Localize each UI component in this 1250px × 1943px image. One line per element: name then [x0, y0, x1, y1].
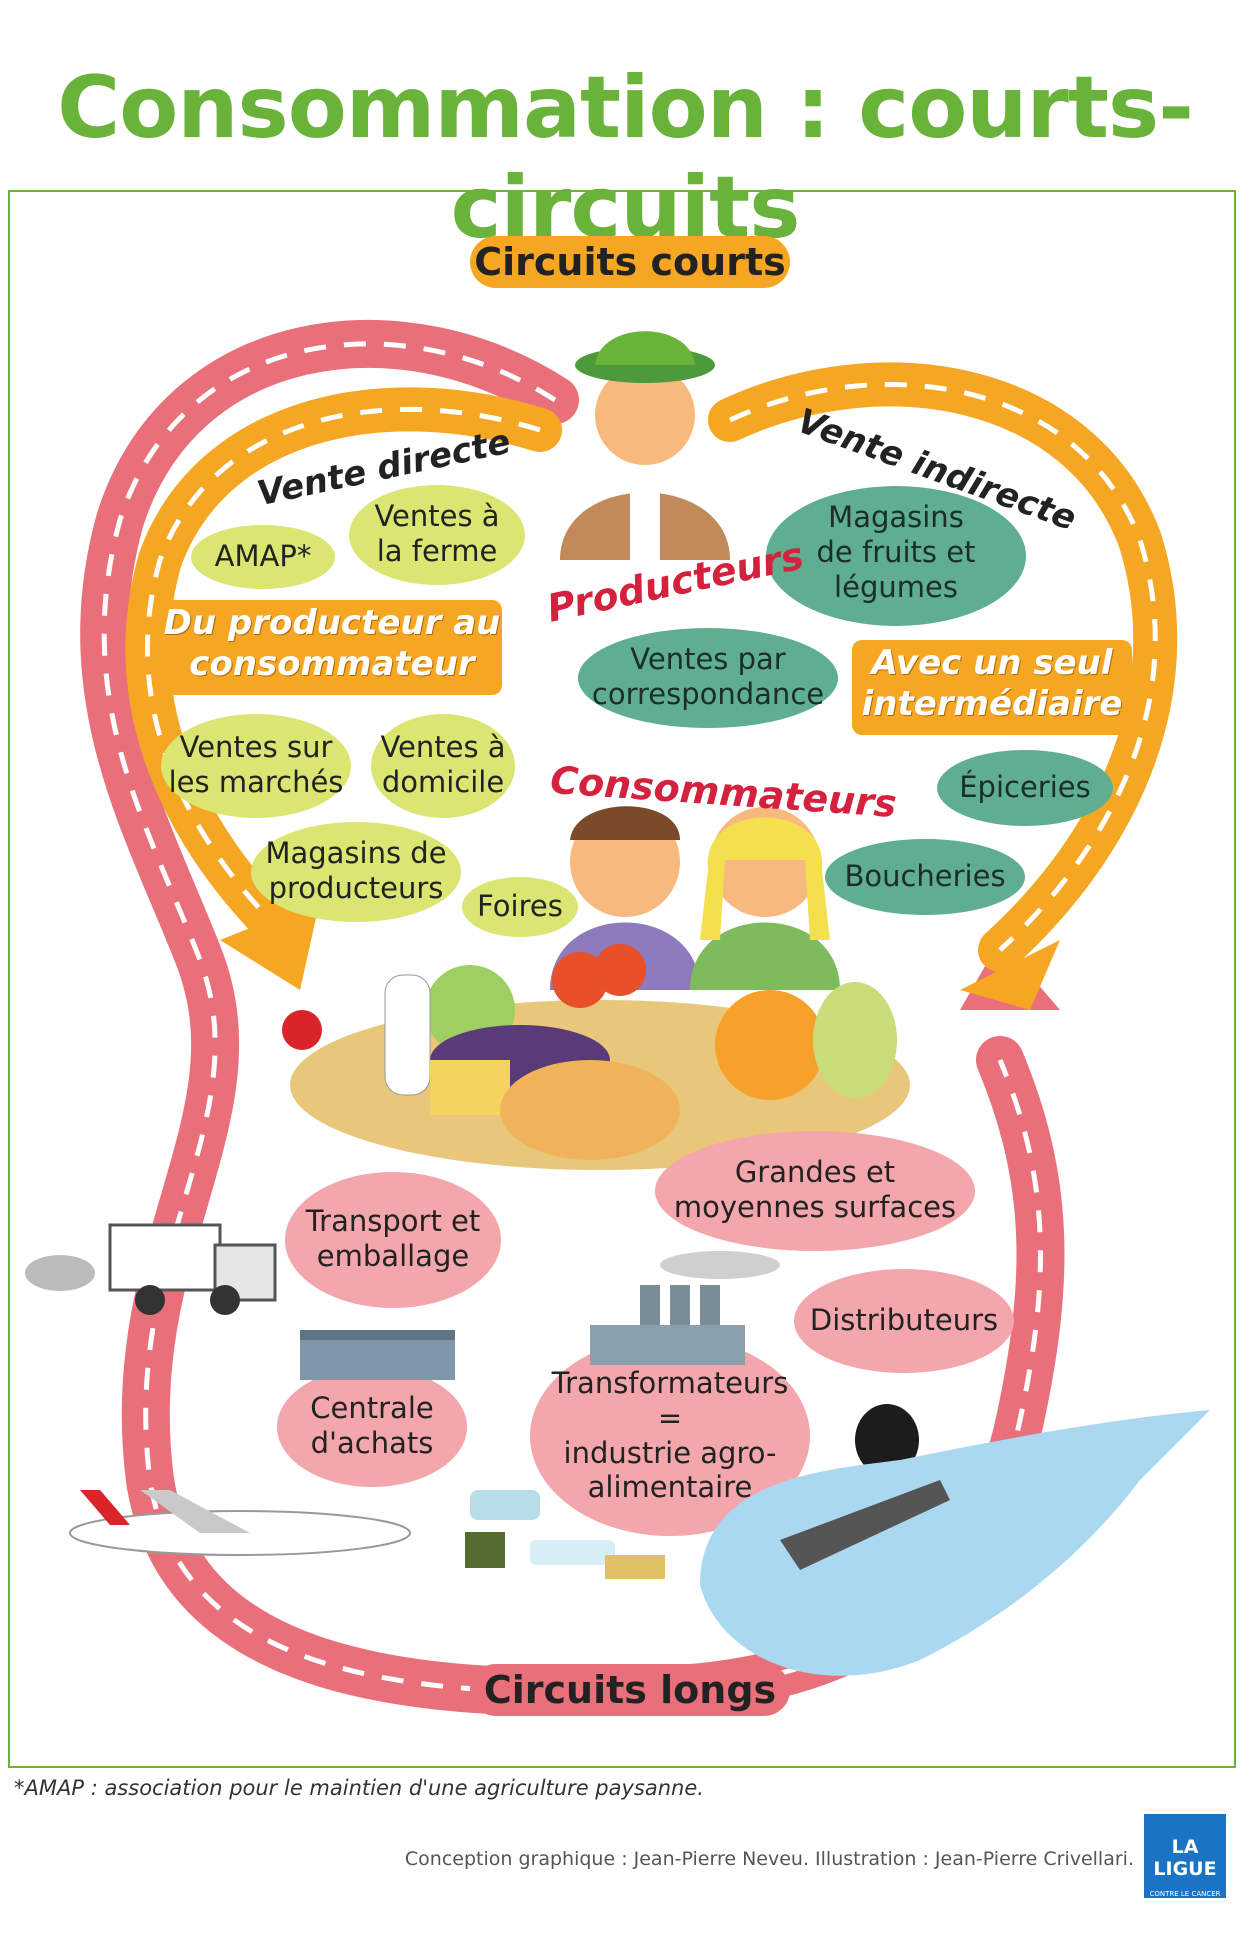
avec-un-seul-line1: Avec un seul — [871, 643, 1113, 683]
circuits-courts-pill — [470, 236, 790, 288]
la-ligue-logo: LA LIGUE CONTRE LE CANCER — [1144, 1814, 1226, 1898]
boucheries-label: Boucheries — [844, 859, 1006, 893]
oval-correspondance — [578, 628, 838, 728]
indirect-sale-road — [708, 362, 1178, 972]
oval-transport — [285, 1172, 501, 1308]
oval-centrale — [277, 1367, 467, 1487]
warehouse-illustration — [300, 1330, 455, 1380]
direct-arrowhead — [220, 900, 320, 990]
airplane-illustration — [69, 1490, 411, 1556]
waste-packaging-illustration — [465, 1490, 665, 1579]
diagram-frame — [8, 190, 1236, 1768]
circuits-longs-pill — [470, 1664, 790, 1716]
circuits-longs-title: Circuits longs — [483, 1668, 777, 1712]
oval-gms — [655, 1131, 975, 1251]
oval-boucheries — [825, 839, 1025, 915]
label-du-producteur — [162, 600, 502, 695]
oval-fruits — [766, 486, 1026, 626]
oval-transformateurs — [530, 1336, 810, 1536]
oval-amap — [191, 525, 335, 589]
oval-distributeurs — [794, 1269, 1014, 1373]
oval-marches — [161, 714, 351, 818]
label-avec-un-seul — [852, 640, 1132, 735]
oval-ferme — [349, 485, 525, 585]
oval-epiceries — [937, 750, 1113, 826]
consumers-illustration — [550, 806, 840, 990]
amap-label: AMAP* — [214, 539, 312, 573]
truck-illustration — [25, 1223, 277, 1315]
oval-domicile — [371, 714, 515, 818]
credits: Conception graphique : Jean-Pierre Neveu… — [404, 1848, 1134, 1870]
indirect-arrowhead — [960, 940, 1060, 1010]
sea-and-ship-illustration — [700, 1410, 1210, 1676]
du-producteur-text: Du producteur au consommateur — [162, 603, 502, 685]
circuits-courts-title: Circuits courts — [474, 240, 786, 284]
foires-label: Foires — [477, 889, 563, 923]
distributeurs-label: Distributeurs — [809, 1303, 999, 1337]
du-producteur-line2: consommateur — [189, 643, 475, 684]
avec-un-seul-line2: intermédiaire — [861, 683, 1123, 724]
avec-un-seul-text: Avec un seul intermédiaire — [852, 643, 1132, 725]
factory-illustration — [590, 1251, 780, 1365]
transformateurs-label: Transformateurs= industrie agro-alimenta… — [551, 1366, 789, 1505]
oval-magasins-prod — [251, 822, 461, 922]
du-producteur-line1: Du producteur au — [163, 603, 501, 643]
producer-illustration — [560, 331, 730, 560]
epiceries-label: Épiceries — [959, 770, 1091, 804]
garbage-bag-illustration — [855, 1404, 919, 1476]
amap-footnote: *AMAP : association pour le maintien d'u… — [14, 1776, 704, 1800]
page-title: Consommation : courts-circuits — [57, 58, 1194, 258]
food-pile-illustration — [282, 944, 910, 1170]
oval-foires — [462, 877, 578, 937]
